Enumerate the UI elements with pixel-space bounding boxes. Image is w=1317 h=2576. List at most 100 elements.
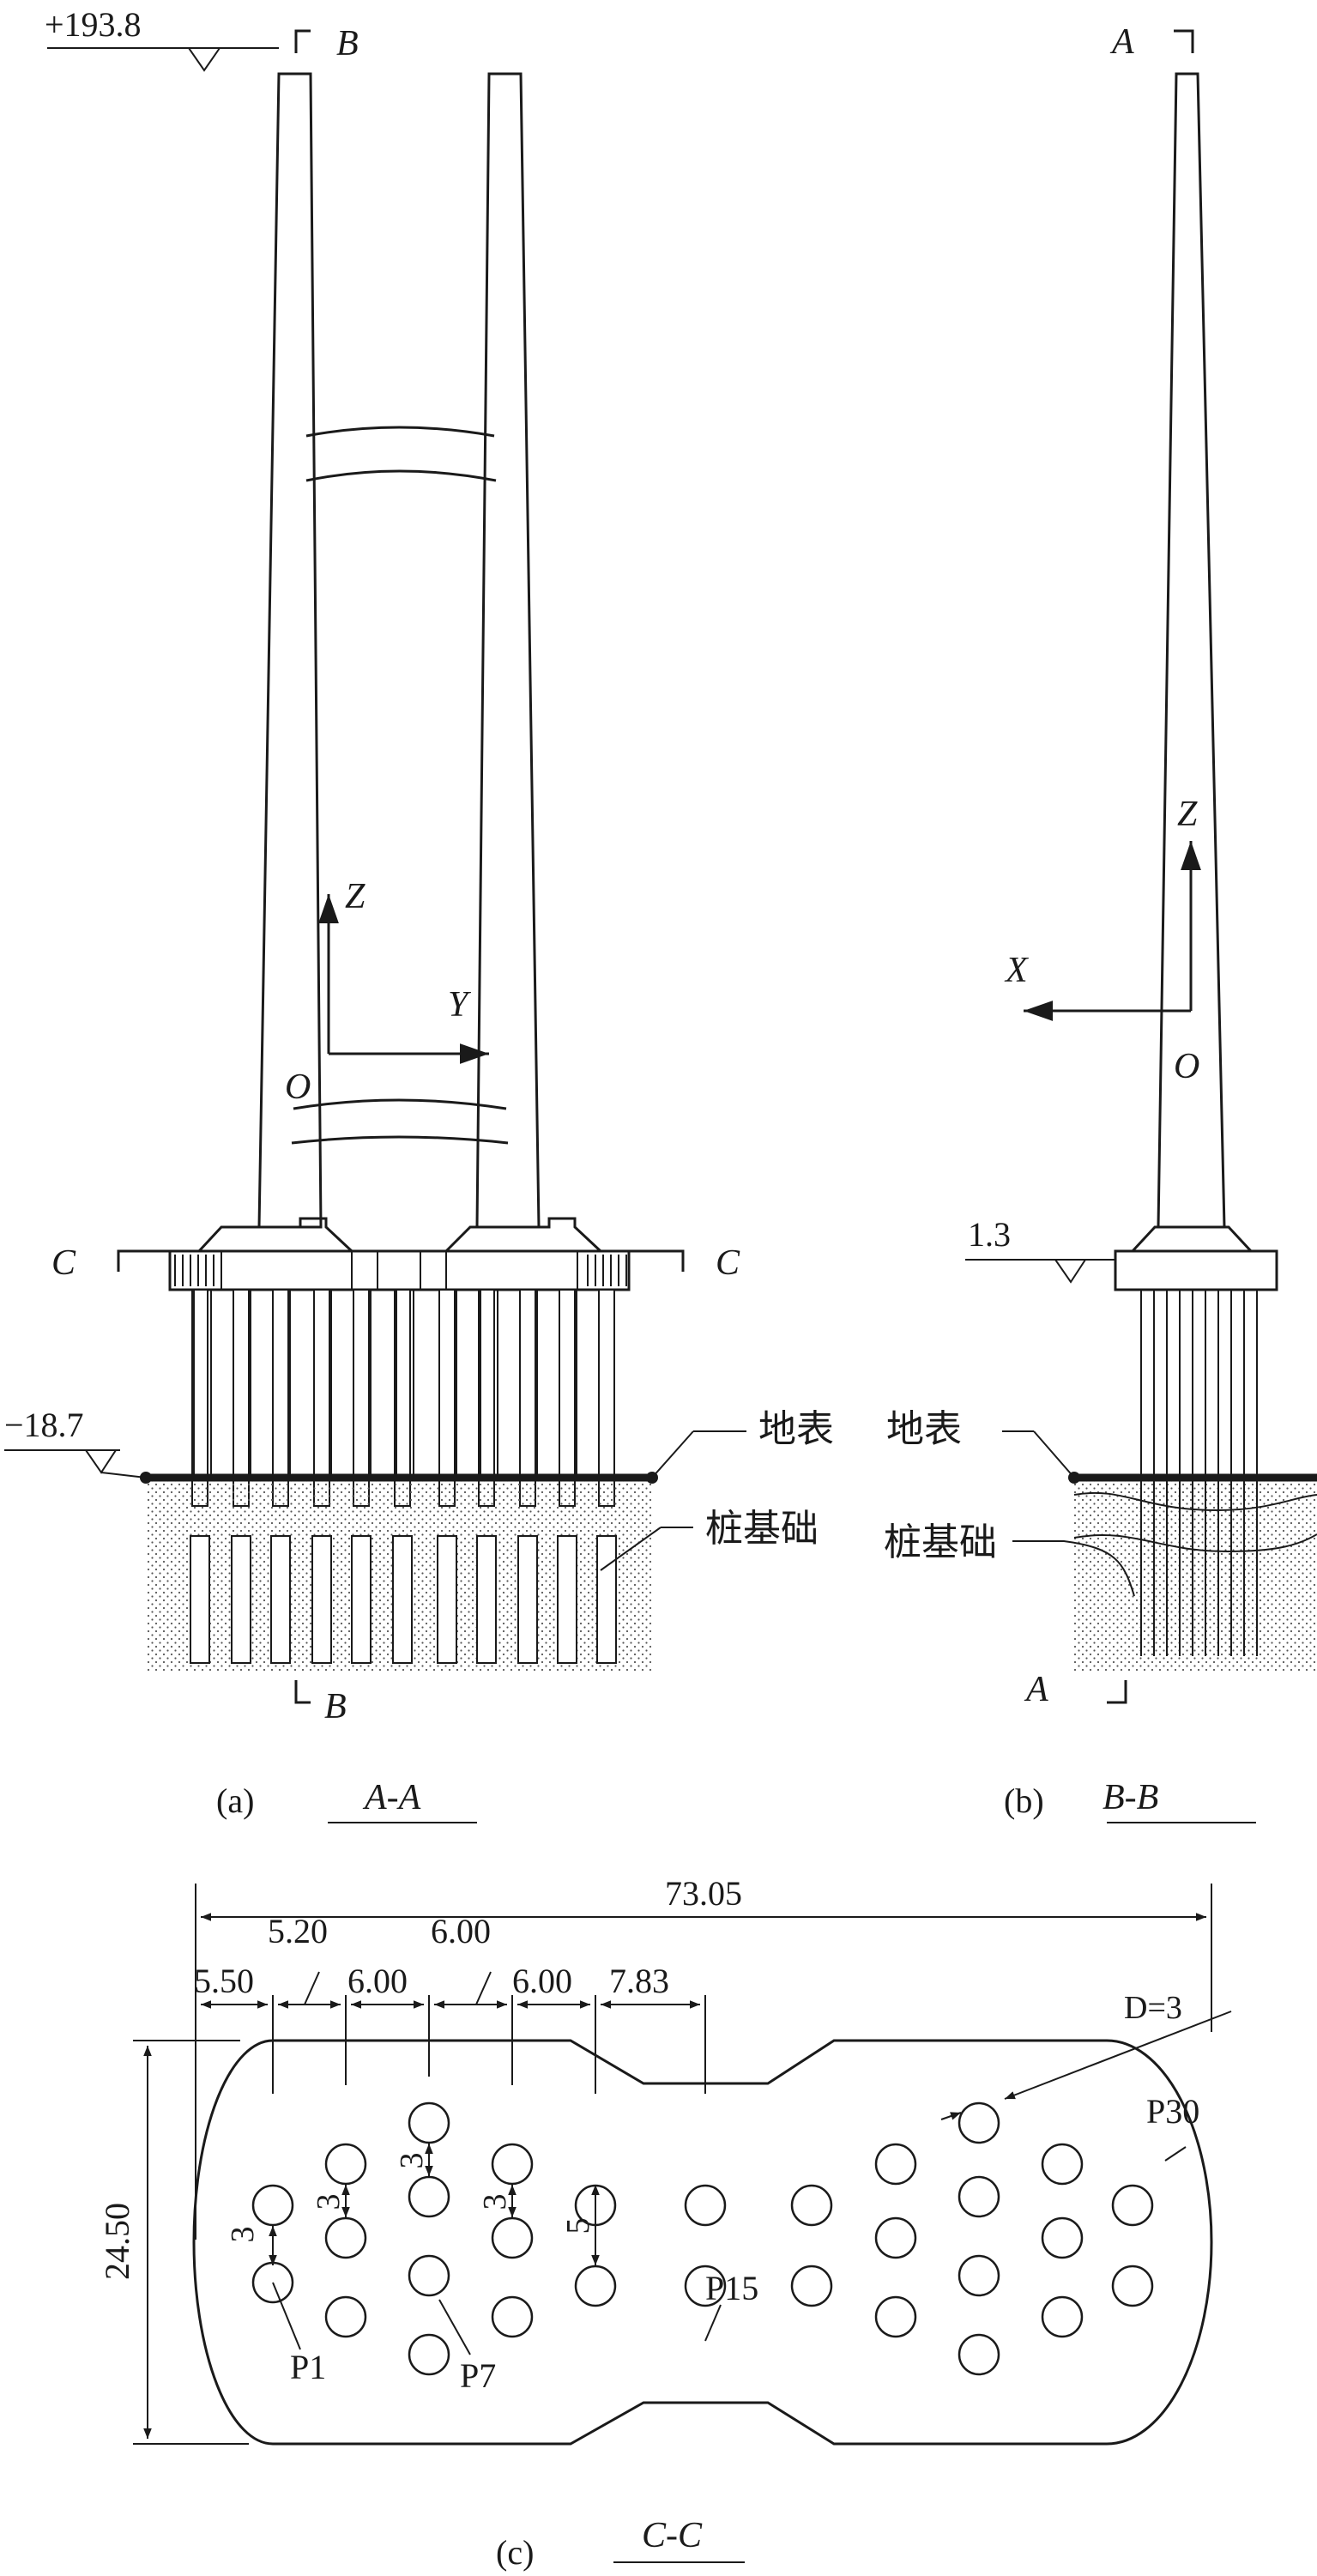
- pile-circle: [874, 2143, 917, 2186]
- piles-below-ground-a: [190, 1535, 617, 1664]
- section-b-top-label: B: [336, 24, 359, 63]
- total-width-dim: 73.05: [665, 1874, 742, 1913]
- pile-grid: [251, 2101, 1154, 2376]
- elevation-top-label: +193.8: [45, 5, 142, 44]
- dim-6-00-c: 6.00: [512, 1962, 572, 2000]
- pile-circle: [684, 2265, 727, 2307]
- pile-shaft-lower: [270, 1535, 291, 1664]
- spacing-3-c: 3: [394, 2153, 430, 2169]
- dim-7-83: 7.83: [609, 1962, 669, 2000]
- pile-circle: [491, 2216, 534, 2259]
- axis-x-label-b: X: [1004, 951, 1030, 990]
- elevation-marker-top: +193.8: [45, 5, 279, 72]
- pile-label-p7: P7: [460, 2356, 496, 2395]
- pile-shaft: [519, 1289, 536, 1507]
- panel-a: +193.8 B Z Y O: [4, 5, 834, 1823]
- pile-shaft: [353, 1289, 370, 1507]
- pile-shaft-lower: [392, 1535, 413, 1664]
- soil-b: [1074, 1478, 1317, 1672]
- pile-shaft-lower: [557, 1535, 577, 1664]
- section-c-right-label: C: [716, 1243, 740, 1283]
- elevation-bottom-label: −18.7: [4, 1406, 84, 1444]
- pile-shaft-lower: [476, 1535, 497, 1664]
- pile-shaft-lower: [311, 1535, 332, 1664]
- axis-z-label-a: Z: [345, 877, 365, 916]
- spacing-5: 5: [560, 2218, 596, 2234]
- pile-label-p30: P30: [1146, 2092, 1199, 2131]
- section-a-title: A-A: [362, 1778, 421, 1817]
- ground-label-a: 地表: [758, 1408, 834, 1450]
- spacing-3-d: 3: [477, 2194, 513, 2210]
- pile-circle: [251, 2184, 294, 2227]
- pile-label-p15: P15: [705, 2269, 758, 2307]
- pile-circle: [958, 2254, 1000, 2297]
- pile-shaft: [313, 1289, 330, 1507]
- pile-circle: [684, 2184, 727, 2227]
- pile-circle: [790, 2184, 833, 2227]
- pile-circle: [491, 2143, 534, 2186]
- pile-circle: [324, 2295, 367, 2338]
- panel-c: 73.05 5.50 5.20 6.00 6.00 6.00 7.83: [98, 1874, 1232, 2572]
- panel-b: A Z X O 1.3 地表 桩基础 A (b) B-B: [884, 22, 1317, 1823]
- pile-circle: [408, 2101, 450, 2144]
- pile-shaft-lower: [437, 1535, 457, 1664]
- dim-6-00-a: 6.00: [347, 1962, 408, 2000]
- axes-a: Z Y O: [285, 877, 489, 1107]
- dim-5-50: 5.50: [194, 1962, 254, 2000]
- elevation-marker-b: 1.3: [965, 1215, 1115, 1284]
- elevation-marker-bottom: −18.7: [4, 1406, 147, 1478]
- pile-circle: [574, 2265, 617, 2307]
- pile-circle: [1041, 2143, 1084, 2186]
- pile-circle: [958, 2175, 1000, 2218]
- pile-shaft-lower: [517, 1535, 538, 1664]
- section-c-title: C-C: [642, 2516, 703, 2555]
- pile-label-p1: P1: [290, 2348, 326, 2386]
- pile-shaft: [272, 1289, 289, 1507]
- pile-circle: [958, 2333, 1000, 2376]
- dim-6-00-b: 6.00: [431, 1912, 491, 1950]
- pile-circle: [324, 2143, 367, 2186]
- pile-shaft-lower: [231, 1535, 251, 1664]
- ground-label-b: 地表: [886, 1408, 962, 1450]
- height-dim: 24.50: [98, 2203, 136, 2280]
- section-b-bottom-label: B: [324, 1687, 347, 1726]
- spacing-annotations: 3 3 3 3 5: [225, 2144, 600, 2265]
- section-a-bottom-label: A: [1024, 1670, 1048, 1709]
- panel-a-label: (a): [216, 1781, 254, 1820]
- pile-circle: [958, 2101, 1000, 2144]
- piles-above-ground-a: [191, 1289, 615, 1507]
- axes-b: Z X O: [1004, 795, 1201, 1086]
- pile-circle: [408, 2175, 450, 2218]
- section-a-top-label: A: [1109, 22, 1134, 62]
- section-b-title: B-B: [1103, 1778, 1158, 1817]
- pile-label-a: 桩基础: [705, 1508, 819, 1550]
- pile-cap-plan-outline: [192, 2039, 1213, 2446]
- panel-b-label: (b): [1004, 1781, 1044, 1820]
- panel-c-label: (c): [496, 2533, 534, 2572]
- pile-circle: [408, 2254, 450, 2297]
- pile-shaft: [233, 1289, 250, 1507]
- pile-circle: [1041, 2295, 1084, 2338]
- pile-circle: [491, 2295, 534, 2338]
- pile-shaft-lower: [190, 1535, 210, 1664]
- elevation-b-label: 1.3: [968, 1215, 1011, 1254]
- pile-circle: [1111, 2265, 1154, 2307]
- spacing-3-a: 3: [225, 2227, 261, 2243]
- pile-circle: [1111, 2184, 1154, 2227]
- origin-label-b: O: [1174, 1047, 1199, 1086]
- axis-z-label-b: Z: [1177, 795, 1198, 834]
- pile-circle: [874, 2216, 917, 2259]
- pile-circle: [790, 2265, 833, 2307]
- dim-5-20: 5.20: [268, 1912, 328, 1950]
- pile-shaft: [438, 1289, 456, 1507]
- pile-circle: [324, 2216, 367, 2259]
- origin-label-a: O: [285, 1067, 311, 1107]
- section-c-left-label: C: [51, 1243, 76, 1283]
- piles-b: [1140, 1290, 1258, 1478]
- pile-circle: [874, 2295, 917, 2338]
- spacing-3-b: 3: [311, 2194, 347, 2210]
- pile-shaft-lower: [351, 1535, 372, 1664]
- pile-circle: [408, 2333, 450, 2376]
- axis-y-label-a: Y: [448, 985, 472, 1025]
